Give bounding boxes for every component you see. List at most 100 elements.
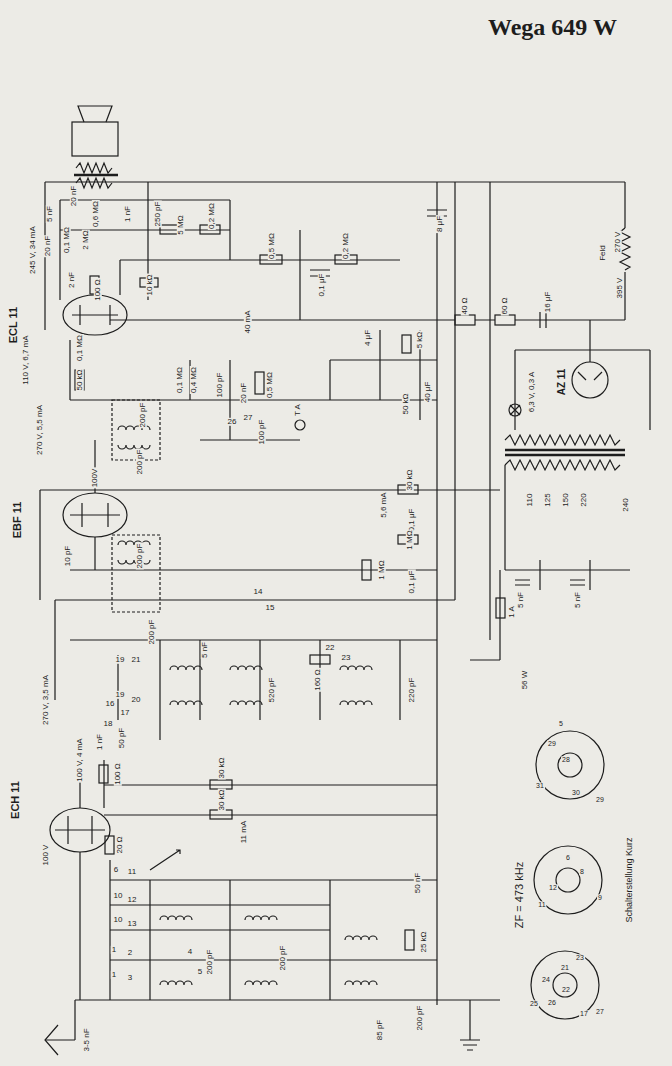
component-label: 5 nF: [201, 641, 209, 659]
component-label: ECH 11: [10, 780, 22, 820]
component-label: 200 pF: [279, 945, 287, 972]
component-label: 160 Ω: [314, 668, 322, 692]
component-label: 15: [265, 604, 276, 612]
component-label: 22: [325, 644, 336, 652]
component-label: 125: [544, 492, 552, 507]
component-label: 40 μF: [424, 381, 432, 404]
component-label: 4 μF: [364, 329, 372, 347]
component-label: 100 V: [42, 844, 50, 867]
component-label: 100 pF: [258, 419, 266, 446]
component-label: 21: [560, 964, 570, 971]
component-label: 6: [113, 866, 119, 874]
component-label: 19: [115, 691, 126, 699]
component-label: 100 V, 4 mA: [76, 737, 84, 782]
transformer-winding: [505, 460, 620, 470]
switch-wafer: [558, 753, 582, 777]
component-label: 5 kΩ: [416, 331, 424, 350]
tube-symbol: [63, 493, 127, 537]
component-label: 17: [120, 709, 131, 717]
pilot-lamp: [510, 405, 520, 415]
diagram-title: Wega 649 W: [488, 14, 617, 41]
resistor-symbol: [405, 930, 414, 950]
if-can: [112, 535, 160, 612]
resistor-symbol: [402, 335, 411, 353]
component-label: 56 W: [521, 670, 529, 691]
component-label: 16: [105, 700, 116, 708]
component-label: 0,1 μF: [318, 273, 326, 298]
component-label: 200 pF: [148, 619, 156, 646]
component-label: 11: [537, 901, 546, 908]
component-label: 22: [561, 986, 571, 993]
transformer-core: [505, 449, 625, 452]
component-label: 85 pF: [376, 1019, 384, 1041]
wire: [45, 182, 625, 1005]
switch-wafer: [556, 868, 580, 892]
osc-coil: [160, 916, 377, 940]
component-label: 27: [243, 414, 254, 422]
component-label: Schalterstellung Kurz: [625, 836, 634, 923]
component-label: 60 Ω: [501, 296, 509, 315]
component-label: 10 pF: [64, 545, 72, 567]
component-label: 520 pF: [268, 677, 276, 704]
wire: [45, 1000, 500, 1040]
component-label: 20 nF: [70, 185, 78, 207]
component-label: 270 V, 3,5 mA: [42, 674, 50, 726]
wire: [470, 465, 630, 660]
component-label: 20: [131, 696, 142, 704]
component-label: 20 Ω: [116, 835, 124, 854]
switch-wafer: [553, 973, 577, 997]
wire: [110, 319, 625, 320]
component-label: Feld: [599, 244, 607, 262]
component-label: 5,6 mA: [380, 491, 388, 518]
ground-symbol: [460, 1000, 480, 1050]
component-label: 0,1 MΩ: [76, 334, 84, 362]
component-label: 18: [103, 720, 114, 728]
component-label: 5: [197, 968, 203, 976]
component-label: 24: [541, 976, 551, 983]
component-label: 3: [127, 974, 133, 982]
component-label: 50 kΩ: [402, 392, 410, 415]
rectifier-tube: [572, 362, 608, 398]
wire: [515, 320, 650, 430]
component-label: 40 Ω: [461, 296, 469, 315]
component-label: 5 nF: [574, 591, 582, 609]
component-label: 395 V: [616, 277, 624, 300]
tube-electrode: [55, 816, 105, 844]
component-label: 8 μF: [436, 215, 444, 233]
component-label: 12: [548, 884, 558, 891]
component-label: 0,2 MΩ: [208, 202, 216, 230]
component-label: 250 pF: [154, 201, 162, 228]
component-label: 10: [113, 892, 124, 900]
component-label: 16 μF: [544, 291, 552, 314]
component-label: 30 kΩ: [218, 756, 226, 779]
component-label: 5 nF: [517, 591, 525, 609]
wire: [55, 600, 437, 740]
if-coil: [118, 541, 150, 564]
component-label: 270 V: [614, 231, 622, 254]
transformer-core: [505, 454, 625, 457]
wire: [70, 330, 437, 440]
component-label: 6: [565, 854, 571, 861]
component-label: 2 nF: [68, 271, 76, 289]
tube-electrode: [72, 305, 118, 325]
component-label: 20 nF: [44, 235, 52, 257]
component-label: 19: [115, 656, 126, 664]
component-label: 200 pF: [136, 543, 144, 570]
component-label: 50 kΩ: [76, 368, 84, 391]
component-label: 14: [253, 588, 264, 596]
component-label: 100 Ω: [114, 762, 122, 786]
component-label: 50 nF: [414, 872, 422, 894]
switch-wafer: [531, 951, 599, 1019]
component-label: 200 pF: [206, 949, 214, 976]
resistor-symbol: [105, 836, 114, 854]
component-label: 23: [341, 654, 352, 662]
component-label: ECL 11: [8, 306, 20, 345]
component-label: 27: [595, 1008, 605, 1015]
component-label: 150: [562, 492, 570, 507]
transformer-winding: [505, 435, 620, 445]
component-label: 1 A: [508, 605, 516, 619]
wire: [110, 880, 437, 1000]
component-label: 25: [529, 1000, 539, 1007]
component-label: 0,1 MΩ: [63, 226, 71, 254]
transformer-winding: [76, 163, 112, 173]
